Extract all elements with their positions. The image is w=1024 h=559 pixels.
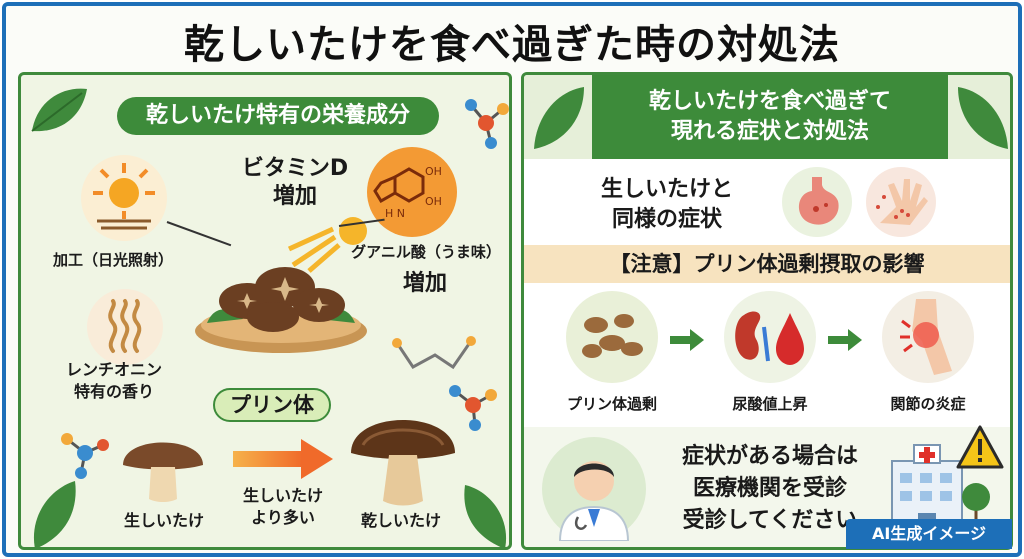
purine-heading: プリン体 (213, 388, 331, 422)
leaf-icon (464, 485, 507, 547)
dried-shiitake-bowl-icon (195, 267, 367, 353)
symptoms-panel: 乾しいたけを食べ過ぎて 現れる症状と対処法 生しいたけと 同様の症状 【注意】プ… (521, 72, 1013, 550)
molecule-icon (465, 99, 509, 149)
flow-arrow-stem (670, 336, 692, 344)
purine-badge (566, 291, 658, 383)
molecule-icon (449, 385, 497, 431)
leaf-icon (534, 87, 584, 149)
leaf-icon (958, 87, 1008, 149)
aroma-badge (87, 289, 163, 365)
page-title: 乾しいたけを食べ過ぎた時の対処法 (184, 22, 840, 68)
leaf-icon (33, 481, 76, 547)
lenthionine-label: レンチオニン 特有の香り (65, 360, 162, 401)
guanylic-increase-label: 増加 (402, 271, 447, 296)
sun-badge (81, 155, 167, 241)
molecule-icon (61, 433, 109, 479)
nutrition-heading: 乾しいたけ特有の栄養成分 (117, 97, 439, 135)
aroma-wave-icon (108, 299, 142, 353)
flow-label-purine: プリン体過剰 (566, 395, 657, 413)
flow-label-joint: 関節の炎症 (890, 395, 966, 413)
fresh-shiitake-label: 生しいたけ (123, 511, 204, 530)
sun-icon (93, 163, 155, 230)
doctor-icon (558, 461, 630, 542)
purine-warning: 【注意】プリン体過剰摂取の影響 (524, 245, 1010, 283)
flow-arrow-stem (828, 336, 850, 344)
molecule-chain-icon (392, 336, 476, 370)
vitamin-d-label: ビタミンD 増加 (241, 156, 349, 209)
dried-shiitake-label: 乾しいたけ (360, 511, 441, 530)
dried-shiitake-icon (351, 420, 455, 506)
nutrition-panel: 乾しいたけ特有の栄養成分 加工（日光照射） ビタミンD 増加 (18, 72, 512, 550)
fresh-shiitake-icon (123, 442, 203, 502)
svg-text:OH: OH (425, 195, 442, 208)
inflamed-knee-icon (900, 299, 952, 375)
beans-icon (582, 314, 643, 358)
symptoms-heading: 乾しいたけを食べ過ぎて 現れる症状と対処法 (592, 75, 948, 159)
advice-text: 症状がある場合は 医療機関を受診 受診してください (681, 444, 858, 533)
leaf-icon (31, 88, 87, 132)
same-symptoms-label: 生しいたけと 同様の症状 (600, 177, 733, 232)
stomach-badge (782, 167, 852, 237)
flow-label-uric-acid: 尿酸値上昇 (732, 395, 808, 413)
doctor-badge (542, 437, 646, 542)
svg-text:H N: H N (385, 207, 405, 220)
ai-generated-badge: AI生成イメージ (846, 519, 1012, 549)
molecule-structure-icon: OH OH H N (373, 165, 442, 220)
guanylic-acid-label: グアニル酸（うま味） (351, 243, 501, 261)
stomach-icon (798, 177, 839, 225)
hand-rash-icon (876, 179, 928, 225)
more-than-fresh-label: 生しいたけ より多い (242, 486, 323, 527)
warning-icon (956, 425, 1004, 469)
kidney-badge (724, 291, 816, 383)
processing-label: 加工（日光照射） (52, 251, 173, 269)
knee-badge (882, 291, 974, 383)
flow-arrow-icon (690, 329, 704, 351)
guanylic-acid-badge: OH OH H N (367, 147, 457, 237)
svg-text:OH: OH (425, 165, 442, 178)
flow-arrow-icon (848, 329, 862, 351)
kidney-blood-icon (735, 311, 804, 365)
arrow-right-icon (233, 439, 333, 479)
rash-badge (866, 167, 936, 237)
